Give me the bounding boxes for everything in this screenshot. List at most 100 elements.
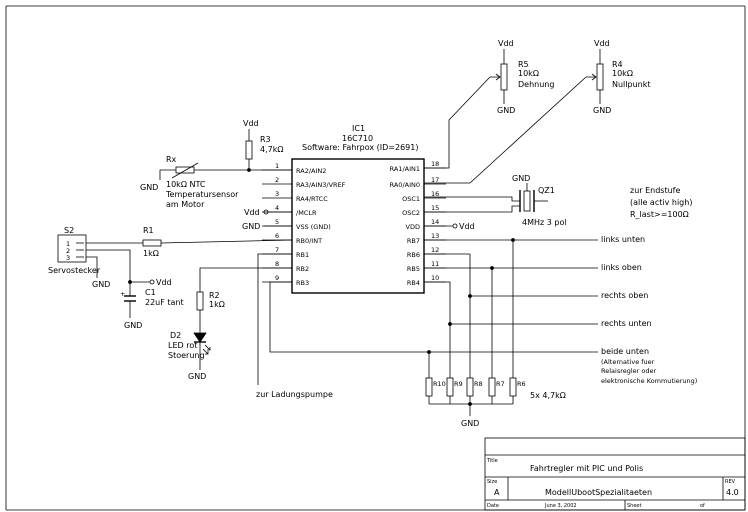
wire-pin7-ladung: [257, 253, 292, 385]
junction-rb7: [511, 238, 515, 242]
size-value: A: [494, 488, 500, 497]
d2-led: D2 LED rot Stoerung GND: [168, 331, 211, 381]
date-label: Date: [487, 503, 499, 509]
ic1-pin-9-name: RB3: [296, 279, 309, 287]
r5-vdd-label: Vdd: [498, 39, 514, 48]
pin14-vdd-label: Vdd: [459, 222, 475, 231]
r4-value: 10kΩ: [612, 69, 633, 78]
s2-pin1: 1: [66, 240, 70, 248]
d2-arrow-2: [202, 348, 209, 355]
c1-gnd-label: GND: [124, 321, 142, 330]
sheet-label: Sheet: [627, 503, 641, 509]
ic1-pin-17-name: RA0/AIN0: [390, 181, 420, 189]
wire-osc2-crystal: [424, 205, 520, 213]
r9-body: [446, 377, 454, 397]
r3-resistor: Vdd R3 4,7kΩ: [243, 119, 283, 172]
r8-body: [466, 377, 474, 397]
pin14-vdd-terminal: [452, 223, 458, 229]
out-rechts-unten: rechts unten: [601, 319, 652, 328]
ic1-part: 16C710: [342, 134, 373, 143]
junction-rb5: [490, 266, 494, 270]
r5-label: Dehnung: [518, 80, 554, 89]
rx-ntc-slash: [171, 162, 199, 179]
r6-ref: R6: [517, 380, 526, 388]
pin4-vdd-label: Vdd: [244, 208, 260, 217]
d2-gnd-label: GND: [188, 372, 206, 381]
r1-ref: R1: [143, 226, 154, 235]
r1-resistor: R1 1kΩ: [142, 226, 293, 258]
size-label: Size: [487, 479, 497, 485]
out-rechts-oben: rechts oben: [601, 291, 648, 300]
title-block: Title Fahrtregler mit PIC und Polis Size…: [484, 437, 746, 511]
rx-ntc: GND Rx 10kΩ NTC Temperatursensor am Moto…: [140, 155, 292, 209]
r3-value: 4,7kΩ: [260, 145, 283, 154]
ic1-pin-10-number: 10: [431, 274, 439, 282]
ic1-pin-4-number: 4: [275, 204, 279, 212]
ic1-pin-5-number: 5: [275, 218, 279, 226]
ic1-pin-7-name: RB1: [296, 251, 309, 259]
ic1-pin-3-number: 3: [275, 190, 279, 198]
out-alt-3: elektronische Kommutierung): [601, 377, 697, 385]
vdd-terminal: [149, 279, 155, 285]
wire-pin17-r4: [424, 76, 587, 184]
ic1-pin-14-name: VDD: [406, 223, 420, 231]
ic1-pin-18-number: 18: [431, 160, 439, 168]
r1-body: [142, 239, 162, 247]
wire-pin8-r2: [199, 267, 292, 292]
wire-pin18-r5: [424, 76, 491, 169]
ic1-pin-7-number: 7: [275, 246, 279, 254]
vdd-terminal-label: Vdd: [156, 278, 172, 287]
ic1-pin-4-name: /MCLR: [296, 209, 317, 217]
r8-ref: R8: [474, 380, 483, 388]
r4-gnd-label: GND: [593, 106, 611, 115]
ic1-pin-14-number: 14: [431, 218, 439, 226]
s2-pin2: 2: [66, 247, 70, 255]
d2-value: LED rot: [168, 341, 197, 350]
r5-gnd-label: GND: [497, 106, 515, 115]
ic1-pin-5-name: VSS (GND): [296, 223, 331, 231]
out-alt-2: Relaisregler oder: [601, 367, 657, 375]
ic1-pin-8-number: 8: [275, 260, 279, 268]
wire-pin9-beide-unten: [269, 281, 598, 353]
ic1-pin-3-name: RA4/RTCC: [296, 195, 328, 203]
r10-body: [425, 377, 433, 397]
r5-potentiometer: Vdd GND R5 10kΩ Dehnung: [490, 39, 554, 115]
rx-gnd-wire: [159, 169, 176, 180]
ic1-software: Software: Fahrpox (ID=2691): [302, 143, 418, 152]
qz1-value: 4MHz 3 pol: [522, 218, 567, 227]
rx-value: 10kΩ NTC: [166, 180, 206, 189]
out-links-oben: links oben: [601, 263, 642, 272]
s2-connector: S2 1 2 3 Servostecker: [48, 226, 101, 275]
ic1-pin-13-number: 13: [431, 232, 439, 240]
rx-body: [175, 166, 195, 174]
s2-label: Servostecker: [48, 266, 101, 275]
c1-ref: C1: [145, 288, 156, 297]
ic1-pin-12-name: RB6: [407, 251, 420, 259]
ic1-pin-11-number: 11: [431, 260, 439, 268]
d2-arrow-1: [204, 344, 211, 351]
ic1-pin-11-name: RB5: [407, 265, 420, 273]
r4-vdd-label: Vdd: [594, 39, 610, 48]
note-ladungspumpe: zur Ladungspumpe: [256, 390, 333, 399]
resistor-network: R10 R9 R8 R7 R6 5x 4,7kΩ GND: [425, 240, 566, 428]
d2-triangle: [193, 332, 207, 343]
rx-label2: am Motor: [166, 200, 205, 209]
title-text: Fahrtregler mit PIC und Polis: [530, 464, 643, 473]
c1-capacitor: + C1 22uF tant GND: [120, 282, 184, 330]
s2-ref: S2: [64, 226, 74, 235]
note-endstufe-2: (alle activ high): [630, 198, 692, 207]
ic1-pin-16-number: 16: [431, 190, 439, 198]
ic1-pin-8-name: RB2: [296, 265, 309, 273]
r4-wiper: [586, 73, 597, 81]
r1-to-pin6-wire: [160, 239, 293, 244]
r4-ref: R4: [612, 60, 623, 69]
ic1-pin-16-name: OSC1: [402, 195, 420, 203]
r9-ref: R9: [454, 380, 463, 388]
ic1-pin-13-name: RB7: [407, 237, 420, 245]
title-block-frame: [484, 437, 746, 511]
ic1-pin-9-number: 9: [275, 274, 279, 282]
c1-value: 22uF tant: [145, 298, 184, 307]
r4-body: [596, 63, 604, 91]
out-beide-unten: beide unten: [601, 347, 649, 356]
r4-label: Nullpunkt: [612, 80, 651, 89]
